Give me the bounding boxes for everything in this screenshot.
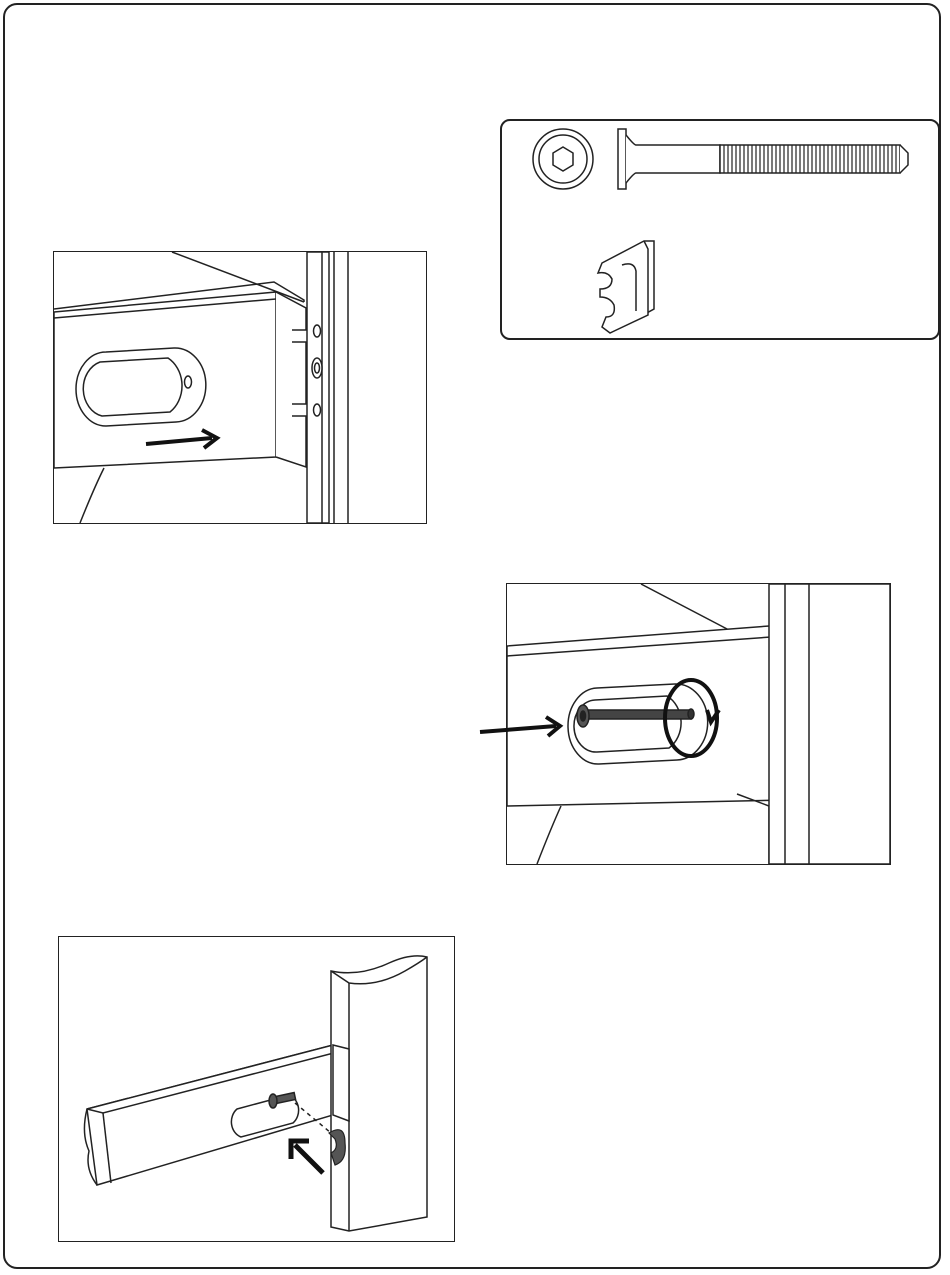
hex-bolt-head-icon	[533, 129, 593, 189]
step-3-panel	[58, 936, 455, 1242]
post-icon	[331, 956, 427, 1231]
hardware-panel	[500, 119, 940, 340]
hardware-illustration	[502, 121, 938, 338]
cam-clip-icon	[598, 241, 654, 333]
step-3-illustration	[59, 937, 454, 1241]
clip-insert-arrow-icon	[291, 1141, 323, 1173]
insert-arrow-icon	[476, 712, 566, 742]
step-1-panel	[53, 251, 427, 524]
step-1-illustration	[54, 252, 426, 523]
long-bolt-icon	[618, 129, 908, 189]
bolt-in-slot-icon	[568, 684, 708, 764]
slot-hole-icon	[76, 348, 206, 426]
